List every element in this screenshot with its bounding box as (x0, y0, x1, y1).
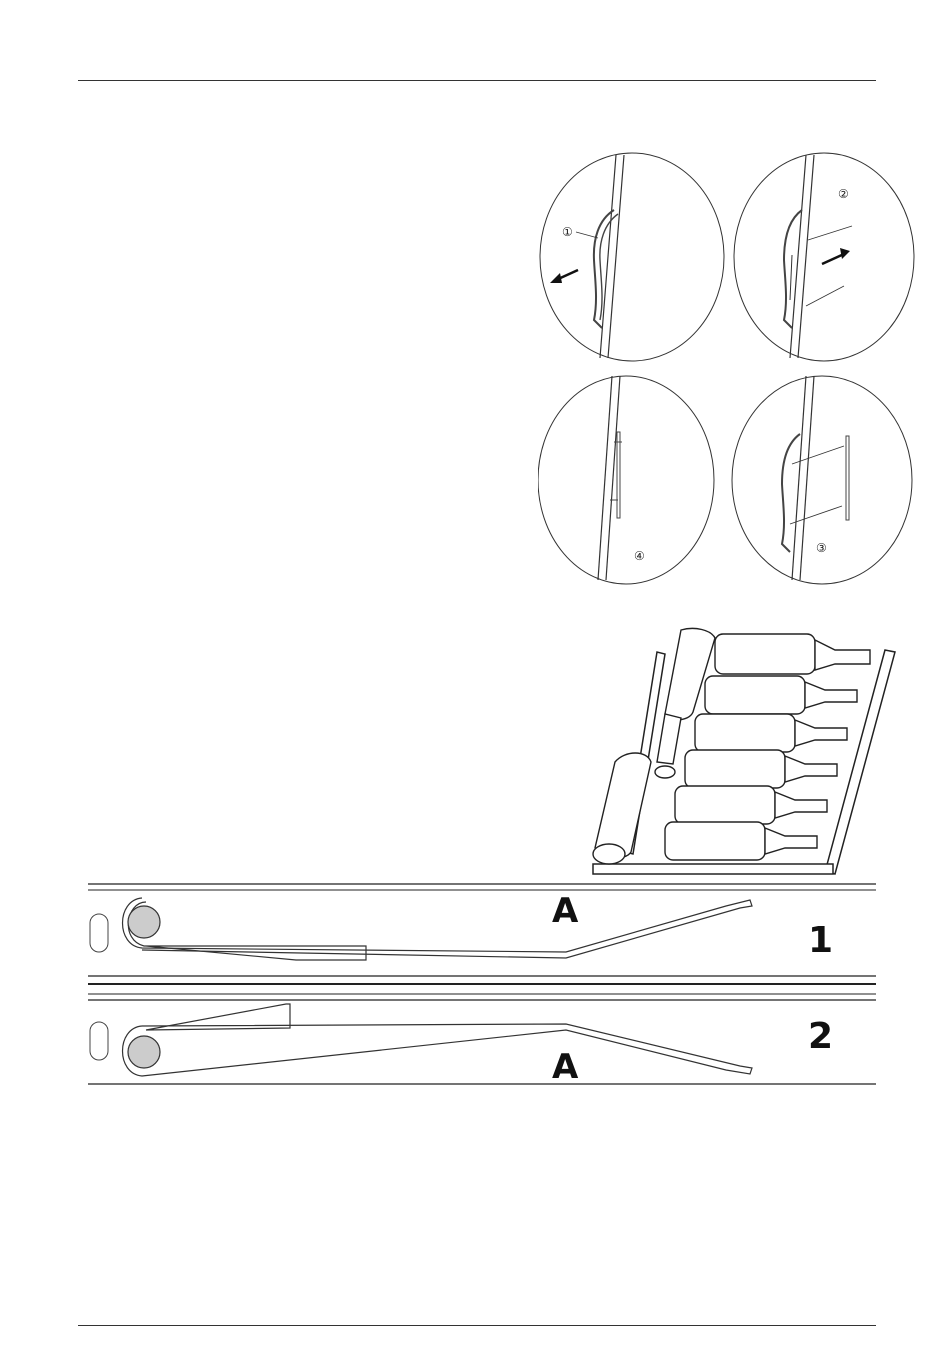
shelf-position-1 (88, 884, 876, 984)
wine-shelf-illustration (585, 622, 915, 880)
step-4-number: ④ (634, 549, 645, 563)
step-2-number: ② (838, 187, 849, 201)
shelf-position-2 (88, 994, 876, 1084)
shelf-2-position-number: 2 (808, 1016, 833, 1057)
shelf-1-position-number: 1 (808, 920, 833, 961)
step-1-illustration (540, 153, 724, 361)
shelf-orientation-diagram: A 1 A 2 (86, 880, 878, 1094)
header-rule (78, 80, 876, 81)
step-1-number: ① (562, 225, 573, 239)
step-2-illustration (734, 153, 914, 361)
shelf-1-part-label: A (552, 891, 579, 931)
step-4-illustration (538, 376, 714, 584)
door-handle-steps-figure: ① ② ④ ③ (538, 150, 920, 590)
step-3-number: ③ (816, 541, 827, 555)
footer-rule (78, 1325, 876, 1326)
shelf-2-part-label: A (552, 1047, 579, 1087)
